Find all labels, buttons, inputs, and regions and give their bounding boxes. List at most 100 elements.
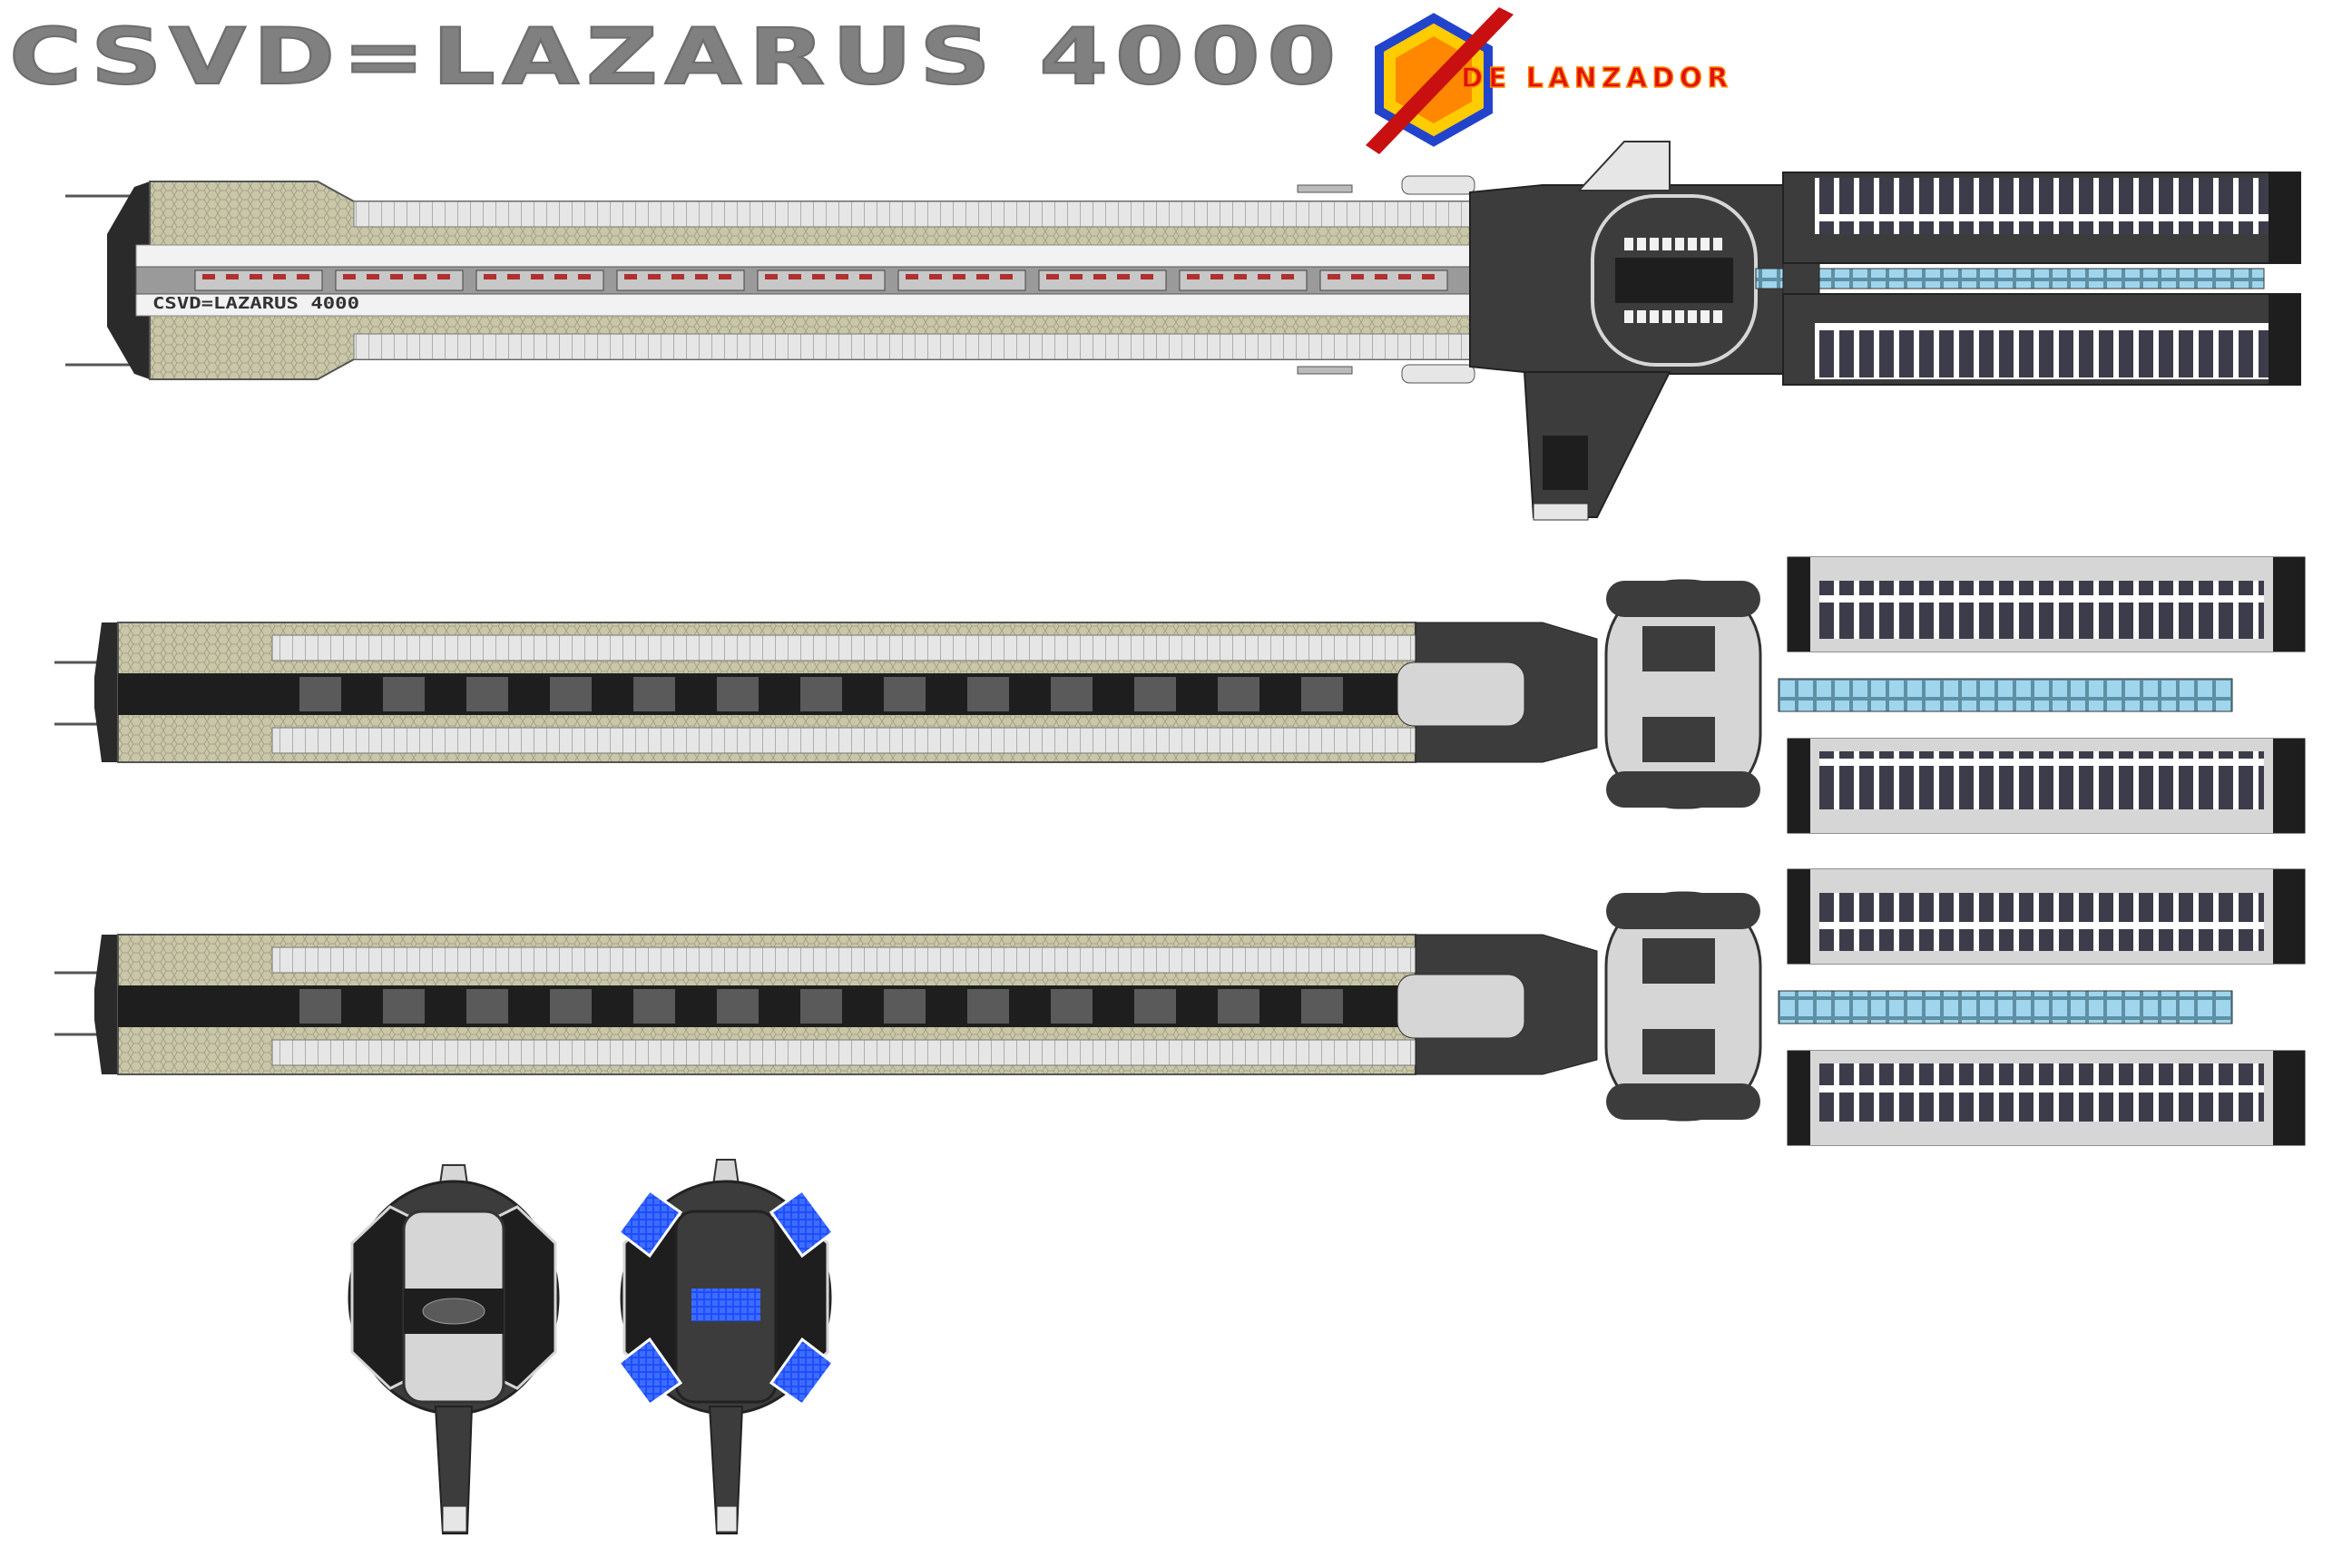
rear-view — [616, 1159, 836, 1534]
spine-light — [812, 274, 825, 279]
spine-light — [297, 274, 309, 279]
spine-light — [202, 274, 215, 279]
spine-light — [624, 274, 637, 279]
spine-segment — [633, 989, 675, 1024]
spine-segment — [383, 989, 425, 1024]
hull-light-band-lower — [135, 293, 1471, 317]
command-window — [1662, 310, 1671, 323]
logo-text: DE LANZADOR — [1461, 63, 1733, 94]
window-block — [1642, 938, 1715, 984]
spine-segments — [299, 989, 1343, 1024]
command-window — [1637, 310, 1646, 323]
spine-segment — [466, 677, 508, 711]
nacelle-upper — [1787, 556, 2306, 652]
spine-segment — [633, 677, 675, 711]
missile-pod-upper — [1297, 175, 1475, 195]
command-window — [1662, 238, 1671, 250]
spine-light — [1187, 274, 1200, 279]
spine-light — [578, 274, 591, 279]
command-window — [1688, 310, 1697, 323]
front-armor-left — [350, 1205, 410, 1390]
nacelle-upper — [1787, 868, 2306, 965]
spine-light — [554, 274, 567, 279]
command-window — [1675, 310, 1684, 323]
spine-light — [343, 274, 356, 279]
spine-window — [897, 270, 1026, 291]
spine-window — [1319, 270, 1448, 291]
spine-light — [671, 274, 684, 279]
command-window — [1688, 238, 1697, 250]
spine-light — [929, 274, 942, 279]
command-disc-core — [1615, 258, 1733, 303]
spine-light — [273, 274, 286, 279]
command-windows — [1624, 238, 1722, 323]
page-title: CSVD=LAZARUS 4000 — [9, 12, 1343, 103]
spine-window — [335, 270, 464, 291]
deflector-housing — [1396, 974, 1525, 1039]
spine-segment — [1218, 677, 1259, 711]
spine-light — [367, 274, 379, 279]
top-view: CSVD=LAZARUS 4000 — [65, 141, 2301, 521]
hull-rib-lower — [271, 727, 1416, 754]
command-window — [1650, 310, 1659, 323]
front-armor-right — [497, 1205, 557, 1390]
spine-window — [1179, 270, 1308, 291]
spine-light — [1258, 274, 1270, 279]
power-conduit — [1755, 268, 2265, 289]
spine-segment — [1134, 989, 1176, 1024]
spine-segment — [717, 677, 759, 711]
spine-light — [976, 274, 989, 279]
front-keel-tip — [442, 1505, 467, 1533]
spine-light — [1422, 274, 1435, 279]
spine-light — [226, 274, 239, 279]
command-window — [1700, 310, 1710, 323]
command-window — [1675, 238, 1684, 250]
spine-light — [414, 274, 426, 279]
front-deflector — [422, 1298, 485, 1325]
logo-slash — [1366, 7, 1514, 154]
command-window — [1624, 238, 1633, 250]
logo: DE LANZADOR — [1366, 7, 1733, 154]
hull-rib-lower — [353, 333, 1471, 360]
spine-light — [1351, 274, 1364, 279]
spine-segment — [1218, 989, 1259, 1024]
side-view-port — [54, 556, 2306, 834]
command-disc-upper-cap — [1606, 581, 1760, 617]
ventral-fin-tip — [1533, 503, 1589, 521]
spine-light — [507, 274, 520, 279]
spine-window — [616, 270, 745, 291]
rear-keel — [708, 1406, 744, 1534]
front-keel — [434, 1406, 474, 1534]
spine-light — [836, 274, 848, 279]
side-view-starboard — [54, 868, 2306, 1146]
hull-light-band-upper — [135, 244, 1471, 268]
rear-engine-glow — [691, 1289, 760, 1321]
nacelle-upper — [1782, 172, 2301, 264]
nacelle-lower — [1787, 738, 2306, 834]
power-conduit — [1778, 990, 2233, 1024]
spine-segment — [717, 989, 759, 1024]
spine-segment — [884, 677, 926, 711]
hull-marking: CSVD=LAZARUS 4000 — [152, 294, 359, 313]
spine-light — [484, 274, 496, 279]
dorsal-fin — [1576, 141, 1671, 191]
missile-pod-lower — [1297, 364, 1475, 384]
spine-segment — [466, 989, 508, 1024]
spine-segment — [383, 677, 425, 711]
spine-light — [1141, 274, 1153, 279]
spine-light — [953, 274, 965, 279]
command-window — [1650, 238, 1659, 250]
spine-segment — [967, 677, 1009, 711]
spine-windows — [194, 270, 1448, 291]
command-window — [1700, 238, 1710, 250]
spine-light — [250, 274, 262, 279]
spine-light — [719, 274, 731, 279]
spine-light — [1117, 274, 1130, 279]
spine-light — [648, 274, 661, 279]
spine-segment — [1134, 677, 1176, 711]
spine-light — [531, 274, 544, 279]
window-block — [1642, 1029, 1715, 1074]
spine-light — [859, 274, 872, 279]
ventral-fin-detail — [1543, 436, 1588, 490]
